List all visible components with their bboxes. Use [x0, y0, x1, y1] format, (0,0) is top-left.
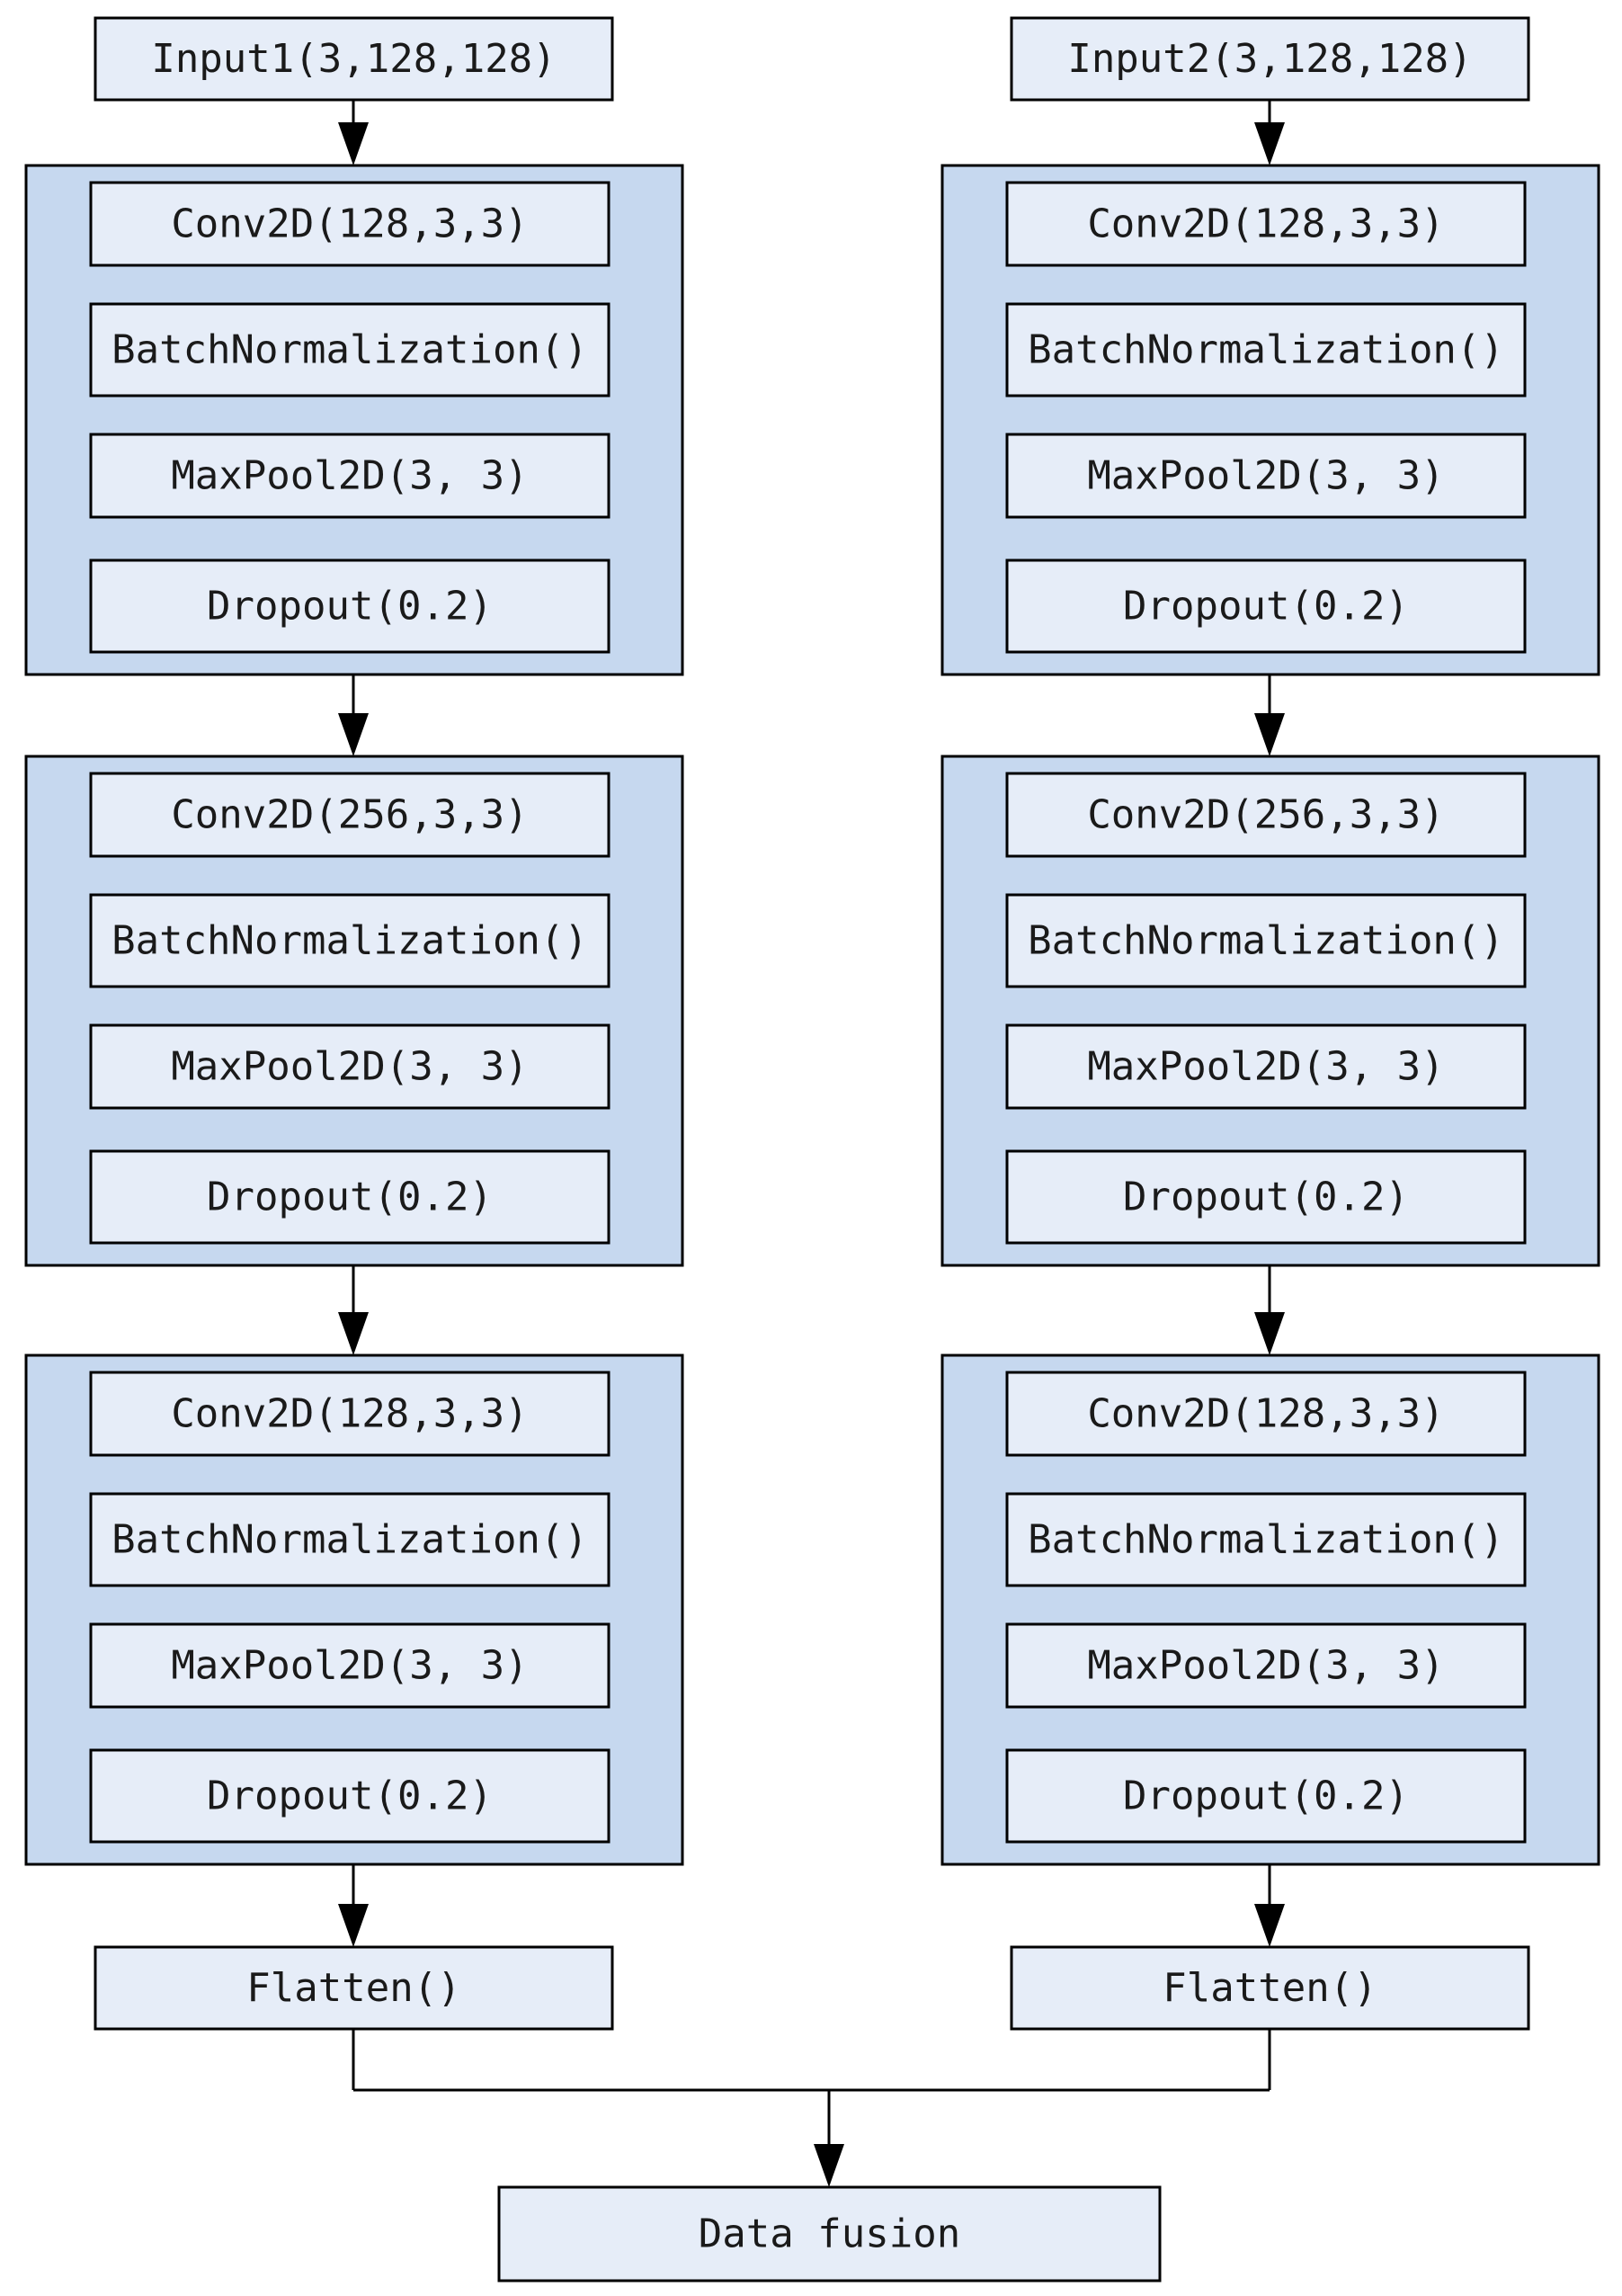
output-label: Data fusion — [699, 2211, 960, 2257]
layer-node: MaxPool2D(3, 3) — [1005, 1622, 1527, 1709]
layer-node: Conv2D(128,3,3) — [1005, 1371, 1527, 1457]
edges — [338, 100, 1285, 2187]
layer-node: Dropout(0.2) — [89, 558, 610, 654]
layer-label: BatchNormalization() — [1028, 918, 1504, 964]
layer-label: Dropout(0.2) — [207, 1773, 493, 1819]
conv-block-left-3: Conv2D(128,3,3) BatchNormalization() Max… — [24, 1353, 684, 1866]
layer-label: Conv2D(128,3,3) — [171, 201, 528, 247]
input-node-right: Input2(3,128,128) — [1010, 16, 1530, 102]
flatten-label-left: Flatten() — [246, 1965, 460, 2011]
layer-node: Dropout(0.2) — [1005, 558, 1527, 654]
arrow-head — [814, 2144, 844, 2187]
layer-node: MaxPool2D(3, 3) — [89, 433, 610, 519]
layer-node: MaxPool2D(3, 3) — [1005, 1023, 1527, 1110]
conv-block-right-2: Conv2D(256,3,3) BatchNormalization() Max… — [940, 755, 1600, 1267]
layer-label: Conv2D(128,3,3) — [1087, 1391, 1444, 1437]
layer-label: MaxPool2D(3, 3) — [1087, 1044, 1444, 1090]
layer-label: MaxPool2D(3, 3) — [1087, 1643, 1444, 1689]
flatten-label-right: Flatten() — [1163, 1965, 1377, 2011]
layer-label: MaxPool2D(3, 3) — [171, 1044, 528, 1090]
layer-label: BatchNormalization() — [111, 918, 588, 964]
arrow-head — [338, 122, 369, 165]
arrow-head — [1254, 122, 1285, 165]
arrow-head — [338, 1312, 369, 1355]
layer-label: BatchNormalization() — [111, 1517, 588, 1563]
conv-block-left-1: Conv2D(128,3,3) BatchNormalization() Max… — [24, 164, 684, 676]
arrow-head — [338, 713, 369, 756]
layer-label: MaxPool2D(3, 3) — [1087, 453, 1444, 499]
layer-label: MaxPool2D(3, 3) — [171, 453, 528, 499]
flatten-node-right: Flatten() — [1010, 1945, 1530, 2031]
layer-node: Conv2D(128,3,3) — [89, 181, 610, 267]
layer-node: Dropout(0.2) — [89, 1149, 610, 1245]
flatten-node-left: Flatten() — [94, 1945, 614, 2031]
output-node: Data fusion — [497, 2185, 1162, 2283]
layer-node: Dropout(0.2) — [89, 1748, 610, 1844]
layer-node: BatchNormalization() — [89, 893, 610, 988]
layer-node: Dropout(0.2) — [1005, 1748, 1527, 1844]
input-label-left: Input1(3,128,128) — [151, 36, 556, 82]
layer-node: BatchNormalization() — [1005, 302, 1527, 398]
layer-label: Conv2D(128,3,3) — [1087, 201, 1444, 247]
layer-label: Conv2D(128,3,3) — [171, 1391, 528, 1437]
layer-label: Dropout(0.2) — [207, 584, 493, 630]
layer-node: Conv2D(128,3,3) — [89, 1371, 610, 1457]
layer-label: MaxPool2D(3, 3) — [171, 1643, 528, 1689]
layer-label: BatchNormalization() — [1028, 327, 1504, 373]
arrow-head — [1254, 1904, 1285, 1947]
conv-block-left-2: Conv2D(256,3,3) BatchNormalization() Max… — [24, 755, 684, 1267]
conv-block-right-3: Conv2D(128,3,3) BatchNormalization() Max… — [940, 1353, 1600, 1866]
layer-label: Dropout(0.2) — [1123, 584, 1409, 630]
layer-label: Dropout(0.2) — [1123, 1175, 1409, 1220]
layer-node: BatchNormalization() — [89, 1492, 610, 1587]
layer-label: BatchNormalization() — [1028, 1517, 1504, 1563]
layer-node: Dropout(0.2) — [1005, 1149, 1527, 1245]
input-node-left: Input1(3,128,128) — [94, 16, 614, 102]
layer-node: BatchNormalization() — [1005, 893, 1527, 988]
layer-label: Conv2D(256,3,3) — [171, 792, 528, 838]
layer-node: BatchNormalization() — [1005, 1492, 1527, 1587]
layer-node: Conv2D(256,3,3) — [89, 772, 610, 858]
layer-node: Conv2D(128,3,3) — [1005, 181, 1527, 267]
input-label-right: Input2(3,128,128) — [1067, 36, 1472, 82]
layer-node: MaxPool2D(3, 3) — [1005, 433, 1527, 519]
branch-left: Input1(3,128,128) Conv2D(128,3,3) BatchN… — [24, 16, 684, 2031]
arrow-head — [338, 1904, 369, 1947]
conv-block-right-1: Conv2D(128,3,3) BatchNormalization() Max… — [940, 164, 1600, 676]
layer-label: Conv2D(256,3,3) — [1087, 792, 1444, 838]
arrow-head — [1254, 1312, 1285, 1355]
layer-node: BatchNormalization() — [89, 302, 610, 398]
layer-node: Conv2D(256,3,3) — [1005, 772, 1527, 858]
layer-node: MaxPool2D(3, 3) — [89, 1622, 610, 1709]
layer-node: MaxPool2D(3, 3) — [89, 1023, 610, 1110]
arrow-head — [1254, 713, 1285, 756]
layer-label: BatchNormalization() — [111, 327, 588, 373]
branch-right: Input2(3,128,128) Conv2D(128,3,3) BatchN… — [940, 16, 1600, 2031]
layer-label: Dropout(0.2) — [207, 1175, 493, 1220]
layer-label: Dropout(0.2) — [1123, 1773, 1409, 1819]
